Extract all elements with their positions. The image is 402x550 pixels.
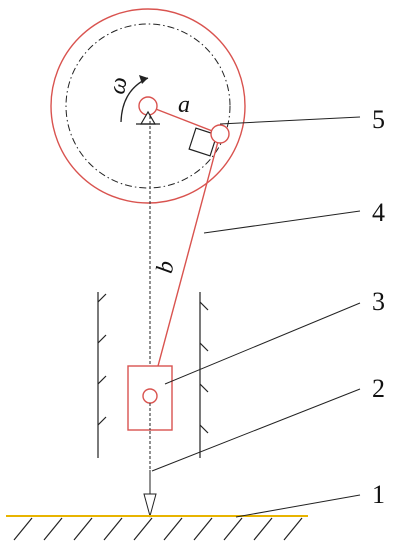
slider-pin: [142, 388, 158, 404]
leader-line-1: [235, 494, 361, 518]
crank-arm-a: [147, 105, 221, 135]
crank-pin: [210, 124, 230, 144]
a-label: a: [178, 92, 190, 118]
leader-line-2: [151, 388, 361, 472]
callout-2: 2: [372, 374, 385, 403]
ground-arrowhead: [143, 493, 157, 518]
right-guide-rail: [199, 292, 209, 458]
leader-line-4: [203, 210, 361, 234]
crank-path-circle: [65, 23, 231, 189]
leader-line-5: [219, 116, 361, 125]
leader-line-3: [164, 302, 361, 385]
callout-3: 3: [372, 287, 385, 316]
ground-hatching: [13, 517, 303, 541]
left-guide-rail: [97, 292, 107, 458]
callout-1: 1: [372, 480, 385, 509]
callout-4: 4: [372, 198, 385, 227]
b-label: b: [152, 259, 180, 275]
omega-label: ω: [104, 75, 133, 96]
outer-disk: [50, 8, 246, 204]
rotation-arrowhead: [139, 75, 148, 84]
rod-end-block: [188, 127, 218, 157]
connecting-rod: [149, 133, 221, 397]
callout-5: 5: [372, 105, 385, 134]
